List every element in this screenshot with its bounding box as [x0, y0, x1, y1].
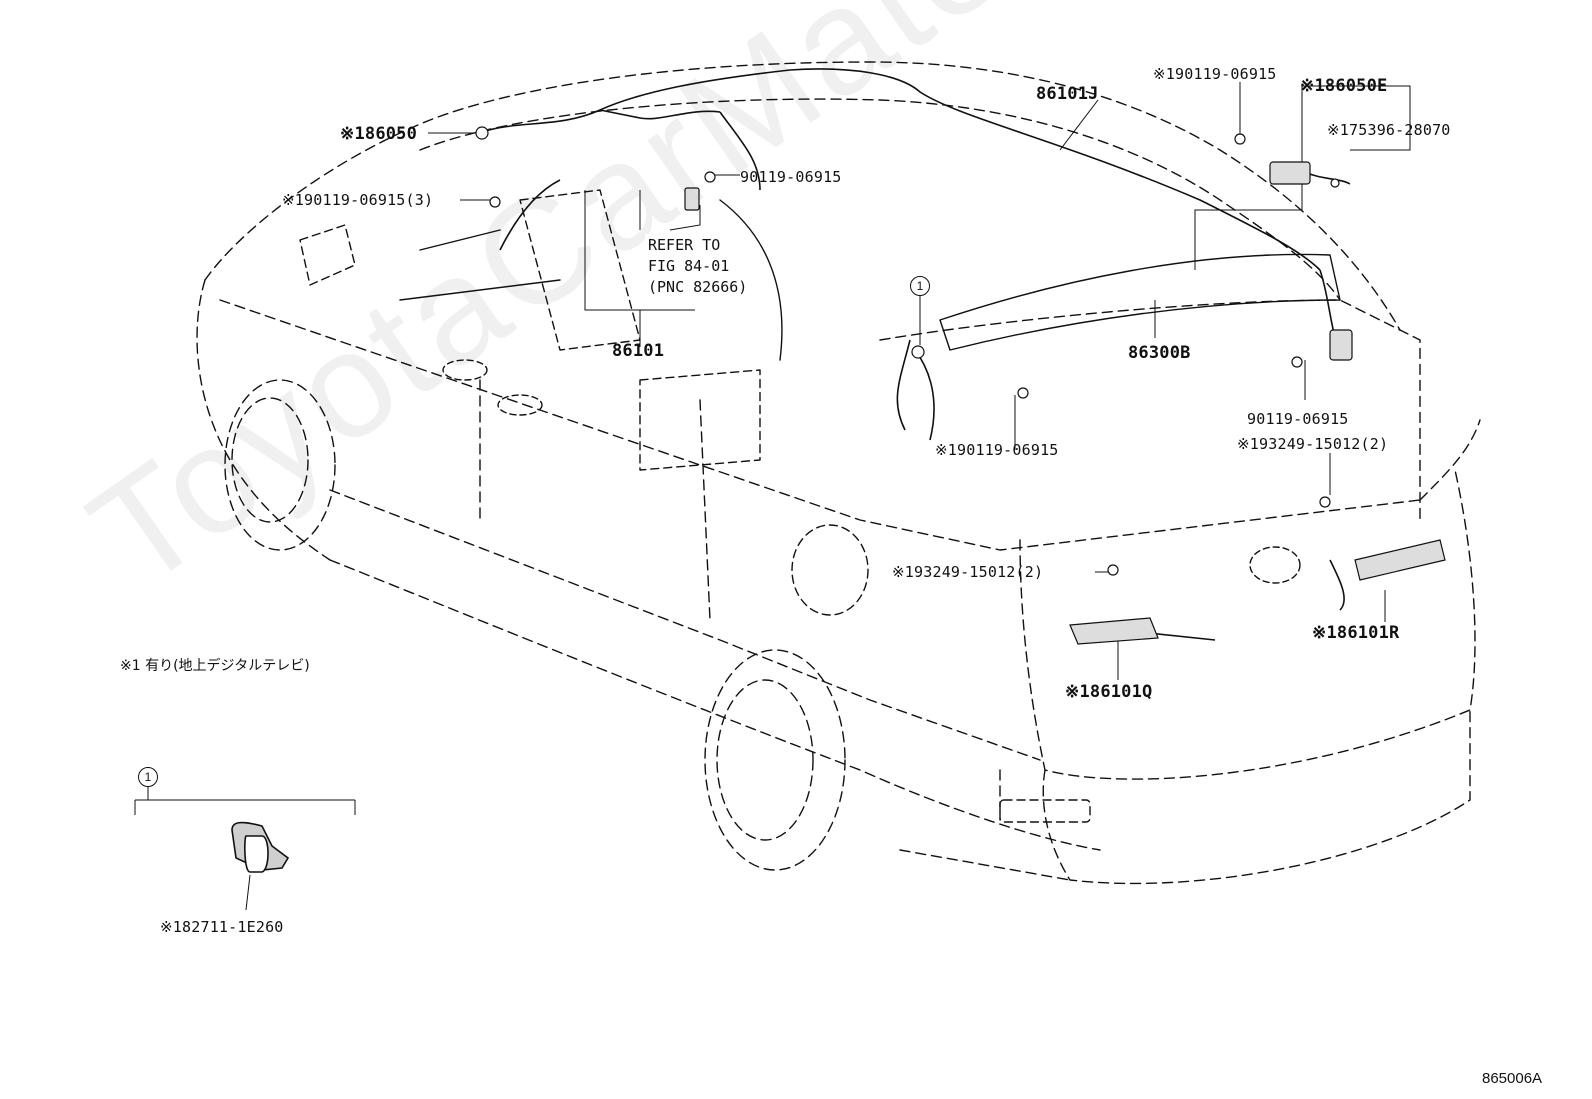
- refer-line-1: REFER TO: [648, 236, 721, 254]
- part-label-93249-15012-left[interactable]: ※193249-15012(2): [892, 563, 1044, 581]
- part-label-86101Q[interactable]: ※186101Q: [1065, 682, 1153, 702]
- refer-box[interactable]: REFER TO FIG 84-01 (PNC 82666): [645, 234, 751, 299]
- part-label-86300B[interactable]: 86300B: [1128, 343, 1191, 363]
- part-label-90119-06915-top[interactable]: ※190119-06915: [1153, 65, 1277, 83]
- part-label-86101R[interactable]: ※186101R: [1312, 623, 1400, 643]
- part-label-86050[interactable]: ※186050: [340, 124, 418, 144]
- part-label-86050E[interactable]: ※186050E: [1300, 76, 1388, 96]
- part-label-82711-1E260[interactable]: ※182711-1E260: [160, 918, 284, 936]
- callout-marker: 1: [138, 767, 158, 787]
- part-label-93249-15012-right[interactable]: ※193249-15012(2): [1237, 435, 1389, 453]
- footnote: ※1 有り(地上デジタルテレビ): [120, 658, 310, 674]
- part-label-75396-28070[interactable]: ※175396-28070: [1327, 121, 1451, 139]
- refer-line-3: (PNC 82666): [648, 278, 748, 296]
- part-label-90119-06915[interactable]: 90119-06915: [740, 168, 842, 186]
- part-label-86101J[interactable]: 86101J: [1036, 84, 1099, 104]
- part-label-90119-06915-qty3[interactable]: ※190119-06915(3): [282, 191, 434, 209]
- part-label-90119-06915-rear[interactable]: 90119-06915: [1247, 410, 1349, 428]
- part-label-86101[interactable]: 86101: [612, 341, 665, 361]
- part-label-90119-06915-mid[interactable]: ※190119-06915: [935, 441, 1059, 459]
- figure-code: 865006A: [1482, 1070, 1543, 1087]
- callout-marker: 1: [910, 276, 930, 296]
- refer-line-2: FIG 84-01: [648, 257, 730, 275]
